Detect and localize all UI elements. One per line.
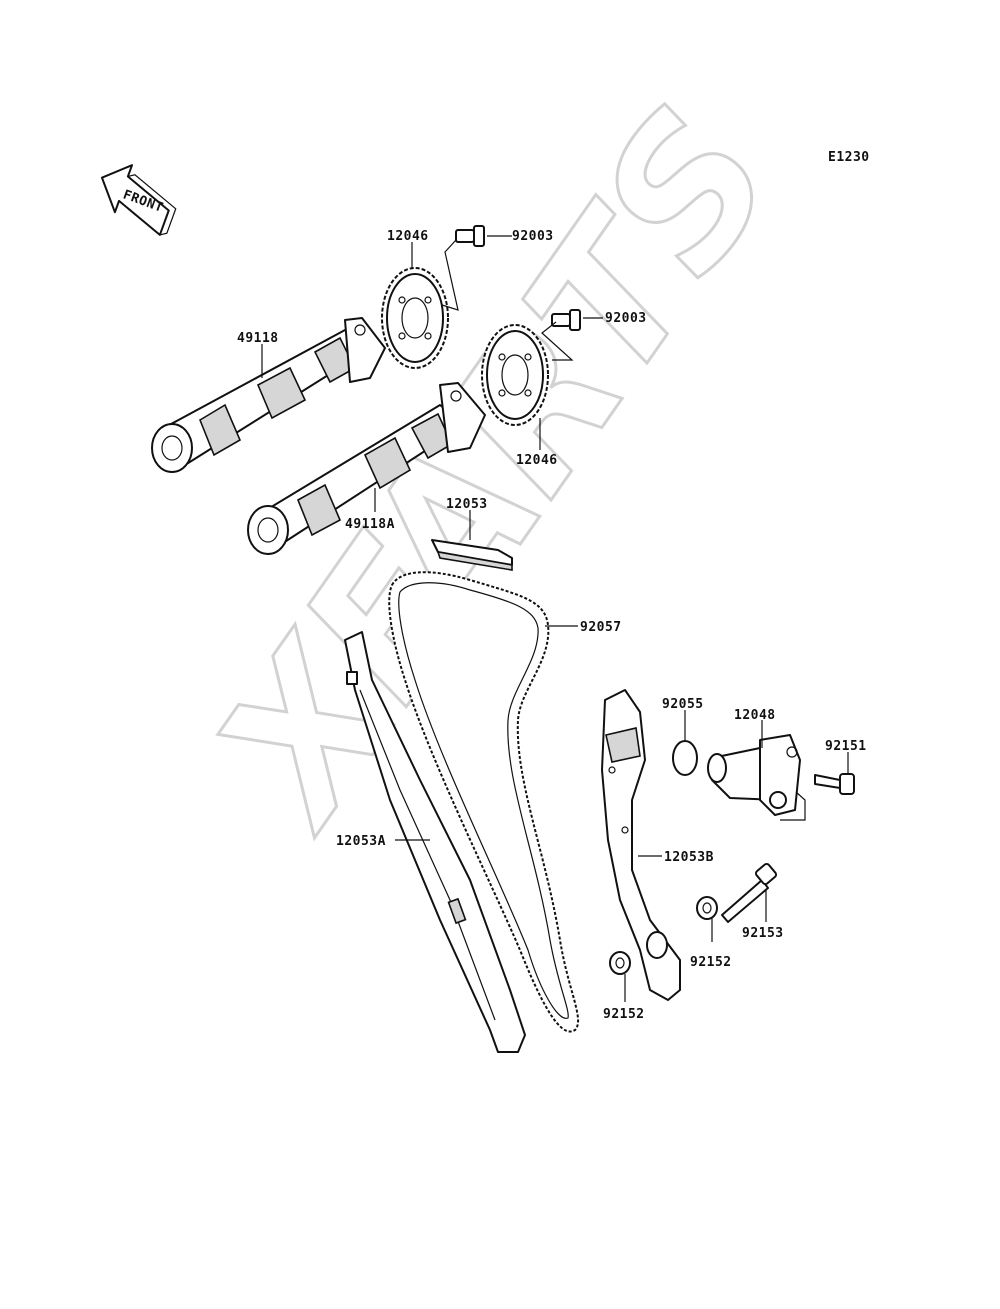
label-sprocket-12046-upper: 12046 (387, 229, 429, 244)
label-chain-guide-12053a: 12053A (336, 834, 386, 849)
camshaft-49118 (151, 317, 386, 473)
sprocket-12046-upper (381, 267, 449, 369)
label-cam-chain-92057: 92057 (580, 620, 622, 635)
label-chain-guide-12053b: 12053B (664, 850, 714, 865)
label-camshaft-49118: 49118 (237, 331, 279, 346)
label-tensioner-12048: 12048 (734, 708, 776, 723)
label-sprocket-12046-lower: 12046 (516, 453, 558, 468)
label-bolt-92153: 92153 (742, 926, 784, 941)
leader-lines (261, 235, 849, 1002)
label-camshaft-49118a: 49118A (345, 517, 395, 532)
tensioner-12048 (707, 734, 801, 816)
bolt-92153 (721, 862, 778, 923)
bolt-92151 (814, 773, 855, 795)
label-bolt-92003-upper: 92003 (512, 229, 554, 244)
front-arrow-icon: FRONT (100, 164, 177, 236)
camshaft-49118a (247, 382, 486, 555)
bolt-92003-upper (455, 225, 485, 247)
diagram-ref-code: E1230 (828, 150, 870, 165)
label-collar-92152-lower: 92152 (603, 1007, 645, 1022)
label-chain-guide-12053: 12053 (446, 497, 488, 512)
collar-92152-upper (696, 896, 718, 920)
label-bolt-92151: 92151 (825, 739, 867, 754)
o-ring-92055 (672, 740, 698, 776)
chain-guide-12053a (344, 631, 526, 1053)
label-o-ring-92055: 92055 (662, 697, 704, 712)
label-collar-92152-upper: 92152 (690, 955, 732, 970)
cam-chain-92057 (388, 571, 580, 1033)
collar-92152-lower (609, 951, 631, 975)
bolt-92003-lower (551, 309, 581, 331)
chain-guide-12053 (431, 539, 513, 571)
chain-guide-12053b (601, 689, 681, 1001)
label-bolt-92003-lower: 92003 (605, 311, 647, 326)
sprocket-12046-lower (481, 324, 549, 426)
